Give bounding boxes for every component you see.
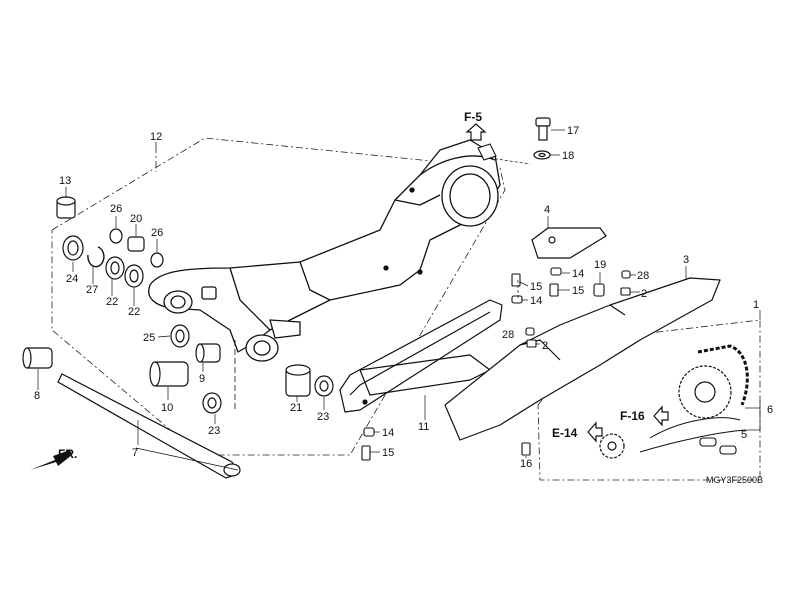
callout-10: 10 (161, 402, 173, 414)
ref-front: FR. (58, 447, 77, 461)
chain-guide-11 (339, 299, 503, 413)
callout-16: 16 (520, 458, 532, 470)
washer-18 (533, 150, 551, 160)
seal-26b (150, 252, 164, 268)
callout-14c: 14 (382, 427, 394, 439)
callout-18: 18 (562, 150, 574, 162)
callout-15b: 15 (572, 285, 584, 297)
assembly-frame-12 (51, 137, 506, 456)
callout-23b: 23 (317, 411, 329, 423)
collar-13 (56, 196, 76, 219)
ref-arrow-f5 (465, 123, 487, 141)
callout-14b: 14 (530, 295, 542, 307)
callout-12: 12 (150, 131, 162, 143)
ref-f5: F-5 (464, 110, 482, 124)
callout-26a: 26 (110, 203, 122, 215)
ref-f16: F-16 (620, 409, 645, 423)
needle-bearing-21 (285, 364, 311, 397)
leader-lines (37, 129, 761, 471)
callout-labels: 1 2 2 3 4 5 6 7 8 9 10 11 12 13 14 14 14… (34, 125, 773, 470)
callout-20: 20 (130, 213, 142, 225)
callout-1: 1 (753, 299, 759, 311)
callout-22a: 22 (106, 296, 118, 308)
bolts-14-15 (361, 267, 605, 461)
callout-25: 25 (143, 332, 155, 344)
seal-23a (202, 392, 222, 414)
callout-15c: 15 (382, 447, 394, 459)
drive-chain-6 (697, 344, 749, 406)
circlip-27 (87, 246, 105, 268)
callout-5: 5 (741, 429, 747, 441)
callout-24: 24 (66, 273, 78, 285)
nuts-2-28 (477, 143, 631, 348)
chain-joint-5 (699, 437, 737, 455)
callout-11: 11 (418, 421, 429, 433)
ref-e14: E-14 (552, 426, 578, 440)
bracket-4 (531, 227, 607, 259)
seal-25 (170, 324, 190, 348)
seal-23b (314, 375, 334, 397)
callout-4: 4 (544, 204, 550, 216)
callout-19: 19 (594, 259, 606, 271)
collar-9 (195, 343, 221, 363)
callout-14a: 14 (572, 268, 584, 280)
seal-26a (109, 228, 123, 244)
bearing-22b (124, 264, 144, 288)
callout-26b: 26 (151, 227, 163, 239)
callout-15a: 15 (530, 281, 542, 293)
diagram-code: MGY3F2500B (706, 475, 763, 485)
callout-28a: 28 (637, 270, 649, 282)
callout-2a: 2 (641, 288, 647, 300)
callout-2b: 2 (542, 340, 548, 352)
callout-28b: 28 (502, 329, 514, 341)
oil-seal-24 (62, 235, 84, 261)
pivot-shaft-7 (57, 373, 241, 479)
callout-9: 9 (199, 373, 205, 385)
ref-arrow-e14 (587, 421, 603, 443)
callout-3: 3 (683, 254, 689, 266)
chain-loop-lines (639, 417, 746, 453)
ref-arrow-f16 (653, 405, 669, 427)
callout-22b: 22 (128, 306, 140, 318)
callout-6: 6 (767, 404, 773, 416)
rear-sprocket (678, 365, 732, 419)
collar-10 (149, 361, 189, 387)
drive-sprocket (599, 433, 625, 459)
callout-23a: 23 (208, 425, 220, 437)
swingarm-12 (148, 139, 501, 362)
callout-27: 27 (86, 284, 98, 296)
bolt-17 (535, 117, 551, 141)
left-bearing-group (62, 228, 190, 348)
callout-13: 13 (59, 175, 71, 187)
callout-21: 21 (290, 402, 302, 414)
front-direction-arrow (30, 450, 72, 470)
collar-8 (22, 347, 53, 369)
callout-7: 7 (132, 447, 138, 459)
callout-8: 8 (34, 390, 40, 402)
bearing-22a (105, 256, 125, 280)
bush-20 (127, 236, 145, 252)
callout-17: 17 (567, 125, 579, 137)
